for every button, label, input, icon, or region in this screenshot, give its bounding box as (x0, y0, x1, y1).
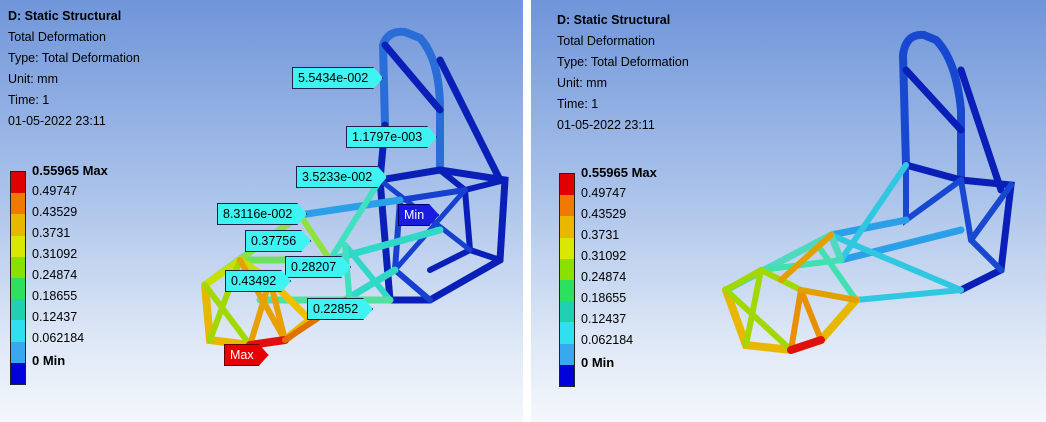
legend-label: 0.31092 (32, 247, 78, 261)
result-unit: Unit: mm (8, 72, 58, 86)
legend-label: 0.24874 (32, 268, 78, 282)
result-name: Total Deformation (8, 30, 106, 44)
frame-member (436, 56, 504, 184)
analysis-title: D: Static Structural (8, 9, 122, 23)
result-type: Type: Total Deformation (557, 55, 689, 69)
legend-label: 0.3731 (581, 228, 620, 242)
max-probe-label[interactable]: Max (224, 344, 269, 366)
legend-label: 0.49747 (32, 184, 78, 198)
result-time: Time: 1 (8, 93, 50, 107)
right-viewport[interactable]: D: Static Structural Total Deformation T… (531, 0, 1046, 422)
result-date: 01-05-2022 23:11 (8, 114, 106, 128)
legend-label: 0.062184 (32, 331, 85, 345)
legend-band (560, 258, 574, 280)
legend-label: 0.12437 (32, 310, 78, 324)
result-info: D: Static Structural Total Deformation T… (557, 10, 689, 136)
left-viewport[interactable]: D: Static Structural Total Deformation T… (0, 0, 523, 422)
legend-label: 0.43529 (32, 205, 78, 219)
probe-label[interactable]: 8.3116e-002 (217, 203, 307, 225)
legend-band (11, 214, 25, 236)
probe-label[interactable]: 3.5233e-002 (296, 166, 387, 188)
legend-band (11, 256, 25, 278)
legend-label: 0.31092 (581, 249, 627, 263)
legend-label: 0.18655 (32, 289, 78, 303)
legend-label: 0.24874 (581, 270, 627, 284)
frame-member (327, 177, 383, 308)
frame-member (898, 30, 965, 184)
legend-label-min: 0 Min (32, 353, 66, 368)
frame-member (427, 167, 474, 273)
probe-label[interactable]: 0.22852 (307, 298, 373, 320)
legend-band (560, 195, 574, 217)
frame-member (788, 287, 824, 353)
legend-band (11, 362, 25, 384)
probe-label[interactable]: 0.28207 (285, 256, 351, 278)
min-probe-label[interactable]: Min (398, 204, 439, 226)
frame-member (378, 27, 444, 174)
frame-member (341, 266, 399, 304)
frame-member (827, 216, 965, 264)
frame-member (342, 242, 393, 303)
result-name: Total Deformation (557, 34, 655, 48)
legend-label: 0.18655 (581, 291, 627, 305)
frame-member (902, 66, 1005, 194)
result-date: 01-05-2022 23:11 (557, 118, 655, 132)
legend-color-bar (10, 171, 26, 385)
legend-label: 0.062184 (581, 333, 634, 347)
legend-label-max: 0.55965 Max (581, 165, 657, 180)
analysis-title: D: Static Structural (557, 13, 671, 27)
chassis-frame-model[interactable] (531, 0, 1046, 422)
frame-member (778, 232, 859, 303)
legend-band (560, 322, 574, 344)
frame-member (462, 177, 508, 263)
legend-band (11, 320, 25, 342)
legend-band (560, 216, 574, 238)
legend-band (560, 364, 574, 386)
legend-band (11, 172, 25, 194)
frame-member (381, 41, 444, 114)
result-info: D: Static Structural Total Deformation T… (8, 6, 140, 132)
result-unit: Unit: mm (557, 76, 607, 90)
frame-member (426, 166, 509, 304)
legend-band (11, 341, 25, 363)
frame-member (828, 162, 964, 303)
legend-label: 0.12437 (581, 312, 627, 326)
probe-label[interactable]: 0.43492 (225, 270, 291, 292)
legend-band (560, 301, 574, 323)
legend-band (11, 193, 25, 215)
legend-band (11, 235, 25, 257)
legend-label-min: 0 Min (581, 355, 615, 370)
legend-band (11, 277, 25, 300)
legend-band (11, 299, 25, 321)
legend-band (560, 237, 574, 259)
frame-member (787, 336, 825, 354)
legend-band (560, 279, 574, 302)
frame-member (296, 196, 404, 219)
legend-label: 0.49747 (581, 186, 627, 200)
probe-label[interactable]: 5.5434e-002 (292, 67, 383, 89)
frame-member (723, 266, 804, 353)
legend-color-bar (559, 173, 575, 387)
legend-label: 0.3731 (32, 226, 71, 240)
result-type: Type: Total Deformation (8, 51, 140, 65)
legend-label-max: 0.55965 Max (32, 163, 108, 178)
probe-label[interactable]: 1.1797e-003 (346, 126, 437, 148)
legend-band (560, 343, 574, 365)
result-time: Time: 1 (557, 97, 599, 111)
probe-label[interactable]: 0.37756 (245, 230, 311, 252)
legend-label: 0.43529 (581, 207, 627, 221)
legend-band (560, 174, 574, 196)
